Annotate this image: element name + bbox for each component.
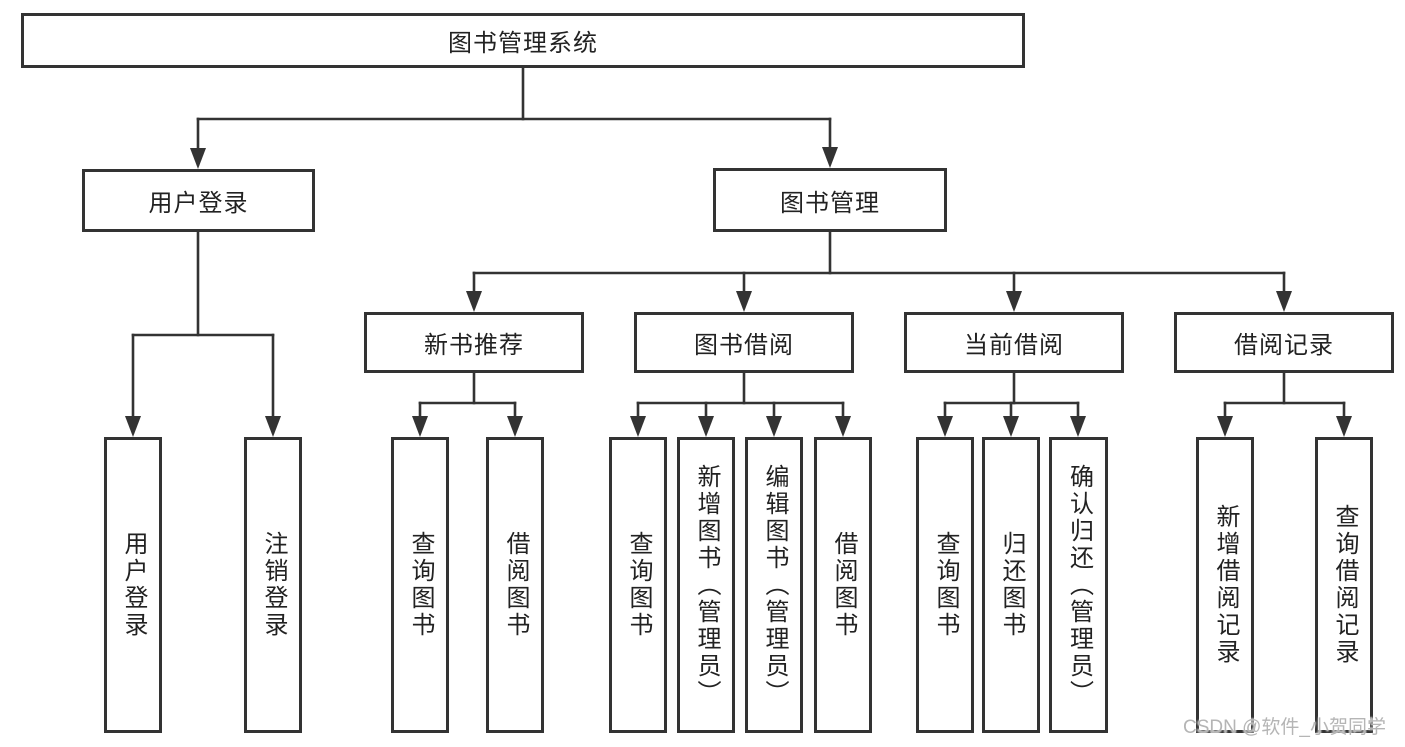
node-new-book-recommendation: 新书推荐 [364,312,584,373]
watermark: CSDN @软件_小贺同学 [1183,717,1386,738]
leaf-borrow-books: 借阅图书 [814,437,872,733]
node-borrowing-records: 借阅记录 [1174,312,1394,373]
leaf-confirm-return-admin: 确认归还（管理员） [1049,437,1108,733]
leaf-add-books-admin: 新增图书（管理员） [677,437,735,733]
leaf-query-books-recommend: 查询图书 [391,437,449,733]
node-user-login: 用户登录 [82,169,315,232]
node-current-borrowing: 当前借阅 [904,312,1124,373]
leaf-query-books-current: 查询图书 [916,437,974,733]
leaf-query-books-borrowing: 查询图书 [609,437,667,733]
node-book-management: 图书管理 [713,168,947,232]
leaf-query-borrow-record: 查询借阅记录 [1315,437,1373,733]
node-root: 图书管理系统 [21,13,1025,68]
leaf-logout: 注销登录 [244,437,302,733]
leaf-return-books: 归还图书 [982,437,1040,733]
leaf-add-borrow-record: 新增借阅记录 [1196,437,1254,733]
leaf-borrow-books-recommend: 借阅图书 [486,437,544,733]
leaf-edit-books-admin: 编辑图书（管理员） [745,437,803,733]
leaf-user-login: 用户登录 [104,437,162,733]
node-book-borrowing: 图书借阅 [634,312,854,373]
